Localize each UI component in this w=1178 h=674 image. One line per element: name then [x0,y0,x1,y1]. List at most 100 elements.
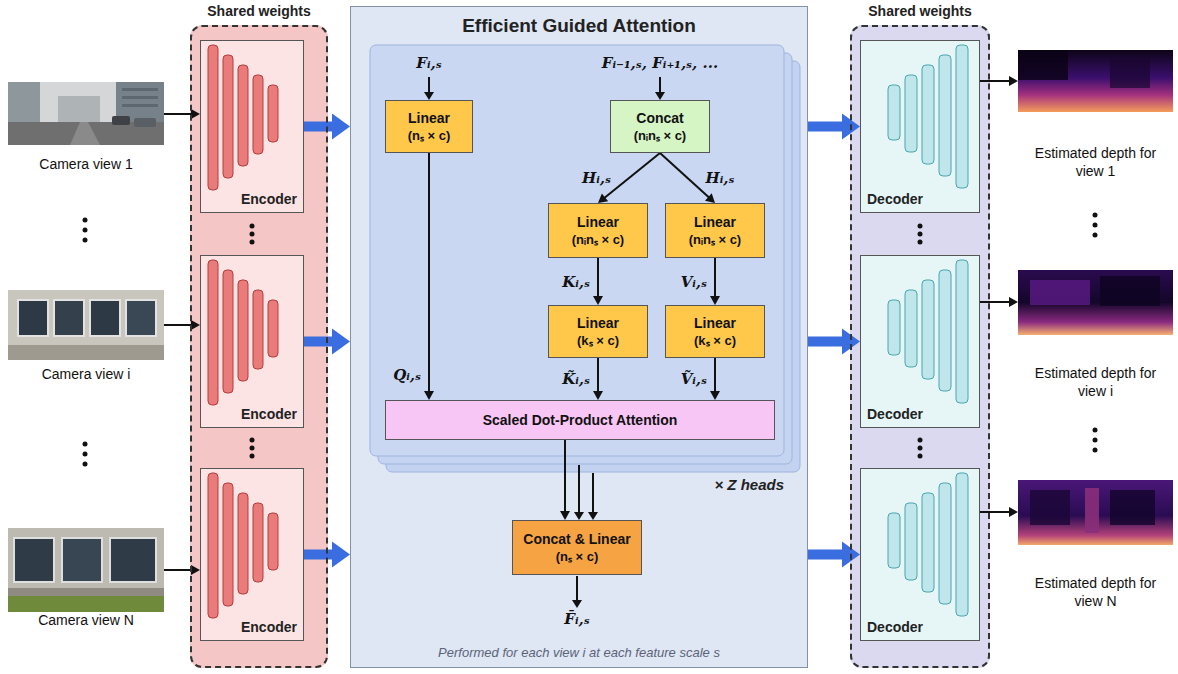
connector [980,297,1018,307]
arrow-head [560,511,570,520]
box-ground [860,40,980,213]
connector [164,109,200,119]
camera-photo [58,96,100,122]
depth-map [1018,50,1173,545]
decoder-bars [888,300,900,355]
encoder-bars [208,45,278,618]
connector [710,358,720,400]
decoder-box: Decoder [860,255,980,428]
encoder-box: Encoder [200,255,304,428]
camera-photo [110,538,156,582]
arrow-head [191,320,200,330]
tensor-label: Fᵢ,ₛ [416,54,441,72]
ellipsis-dots [1093,448,1098,453]
encoder-bars [208,473,218,618]
connector [980,507,1018,517]
tensor-label: Fᵢ₋₁,ₛ, Fᵢ₊₁,ₛ, ... [602,54,718,72]
decoder-bars [905,503,917,580]
encoder-bars [253,75,263,154]
node-label: Decoder [867,619,923,635]
panel-ground [350,6,808,668]
camera-photo [8,596,164,612]
signal-arrow [424,92,434,100]
arrow-line [980,301,1010,303]
arrow-head [191,565,200,575]
node-label: (nᵢnₛ × c) [689,230,741,248]
ellipsis-dots [1093,223,1098,228]
linear-layer: Linear(nᵢnₛ × c) [665,203,765,258]
arrow-line [597,358,599,392]
group-ground [190,25,990,668]
panel-ground [350,6,808,668]
ellipsis-dots [918,232,923,237]
node-label: (nₛ × c) [556,547,599,565]
node-label: (nᵢnₛ × c) [634,126,686,144]
feature-flow-arrow [808,329,860,355]
decoder-bars [939,270,951,391]
camera-photo [14,538,54,582]
arrow-head [705,193,715,203]
node-label: Linear [694,315,736,331]
camera-view: Camera view i [8,290,164,382]
node-label: Concat & Linear [523,531,630,547]
arrow-head [710,296,720,305]
encoder-box: Encoder [200,40,304,213]
decoder-bars [939,483,951,604]
arrow-head [191,109,200,119]
node-label: Shared weights [192,3,326,19]
depth-map [1100,276,1160,306]
box-ground [200,255,304,428]
node-label: Decoder [867,406,923,422]
encoder-bars [253,503,263,582]
arrow-line [808,122,844,132]
node-label: (kₛ × c) [577,331,619,349]
ellipsis-dots [250,438,255,443]
tensor-label: Ṽᵢ,ₛ [681,370,707,388]
node-label: Decoder [867,191,923,207]
decoder-bars [905,75,917,152]
ellipsis-dots [918,224,923,229]
camera-photo [70,122,100,145]
camera-photo [122,96,158,99]
ellipsis-dots [918,240,923,245]
ellipsis-dots [83,218,88,223]
concat-layer: Concat(nᵢnₛ × c) [610,100,710,153]
ellipsis-dots [250,446,255,451]
camera-photo [8,82,40,124]
encoder-bars [223,483,233,606]
tensor-label: Hᵢ,ₛ [706,169,735,187]
node-label: Estimated depth for view 1 [1034,144,1158,180]
arrow-head [332,542,350,568]
camera-view: Camera view N [8,528,164,628]
head-layer [370,45,784,456]
ellipsis-dots [1093,438,1098,443]
ellipsis-dots [918,438,923,443]
arrow-head [598,193,608,203]
decoder-bars [905,290,917,367]
camera-photo [8,588,164,596]
arrow-line [980,511,1010,513]
node-label: Efficient Guided Attention [462,15,696,37]
signal-arrow [574,512,584,520]
depth-map [1030,280,1090,305]
ellipsis-dots [1093,233,1098,238]
connector [164,320,200,330]
arrow-head [1009,76,1018,86]
node-label: Shared weights [852,3,988,19]
depth-map [1018,50,1068,80]
ellipsis-dots [250,224,255,229]
connector [593,258,603,305]
linear-layer: Linear(kₛ × c) [548,305,648,358]
camera-photo [112,116,130,125]
tensor-label: Qᵢ,ₛ [393,366,421,384]
camera-photo [18,300,48,336]
depth-output: Estimated depth for view i [1018,270,1173,400]
decoder-box: Decoder [860,468,980,641]
camera-photo [54,300,84,336]
box-ground [200,468,304,641]
ellipsis-dots [250,232,255,237]
camera-photo [126,300,156,336]
node-label: Camera view 1 [39,156,132,172]
encoder-bars [253,290,263,369]
